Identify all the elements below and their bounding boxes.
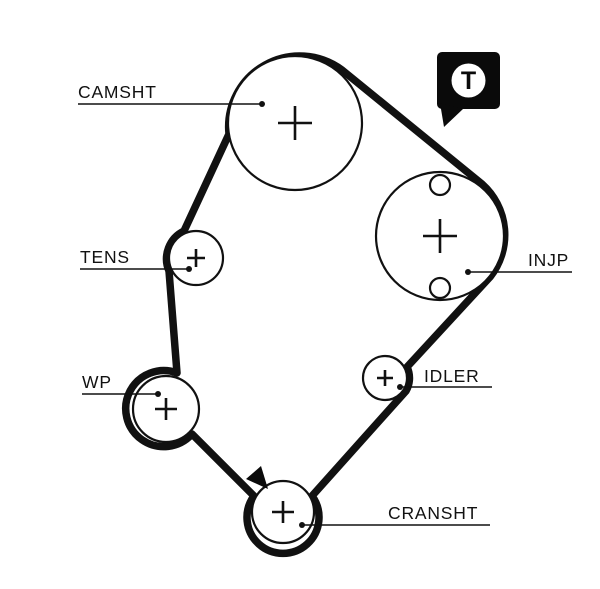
water-pump-label: WP xyxy=(82,372,112,392)
tensioner-label: TENS xyxy=(80,247,130,267)
idler-label: IDLER xyxy=(424,366,480,386)
idler-leader-dot xyxy=(397,384,403,390)
injection-pump-bolt-hole-bottom xyxy=(428,276,452,300)
injection-pump-pulley xyxy=(374,170,506,302)
injection-pump-plus-icon xyxy=(423,219,457,253)
timing-badge-letter: T xyxy=(461,67,476,95)
idler-plus-icon xyxy=(377,370,393,386)
timing-belt-path xyxy=(122,52,509,558)
injection-pump-label: INJP xyxy=(528,250,569,270)
timing-mark-badge: T xyxy=(437,52,500,127)
camshaft-plus-icon xyxy=(278,106,312,140)
tensioner-leader-dot xyxy=(186,266,192,272)
camshaft-pulley xyxy=(226,54,364,192)
water-pump-leader-dot xyxy=(155,391,161,397)
water-pump-pulley xyxy=(131,374,201,444)
camshaft-leader-dot xyxy=(259,101,265,107)
timing-badge-tail xyxy=(440,103,463,127)
injection-pump-leader-dot xyxy=(465,269,471,275)
tensioner-pulley xyxy=(167,229,225,287)
idler-pulley xyxy=(361,354,409,402)
tensioner-plus-icon xyxy=(187,249,205,267)
water-pump-plus-icon xyxy=(155,398,177,420)
injection-pump-bolt-hole-top xyxy=(428,173,452,197)
crankshaft-pulley xyxy=(250,479,316,545)
timing-badge-circle xyxy=(451,63,486,98)
camshaft-label: CAMSHT xyxy=(78,82,157,102)
crankshaft-plus-icon xyxy=(272,501,294,523)
crankshaft-leader-dot xyxy=(299,522,305,528)
crankshaft-label: CRANSHT xyxy=(388,503,478,523)
rotation-arrow-icon xyxy=(246,466,268,489)
